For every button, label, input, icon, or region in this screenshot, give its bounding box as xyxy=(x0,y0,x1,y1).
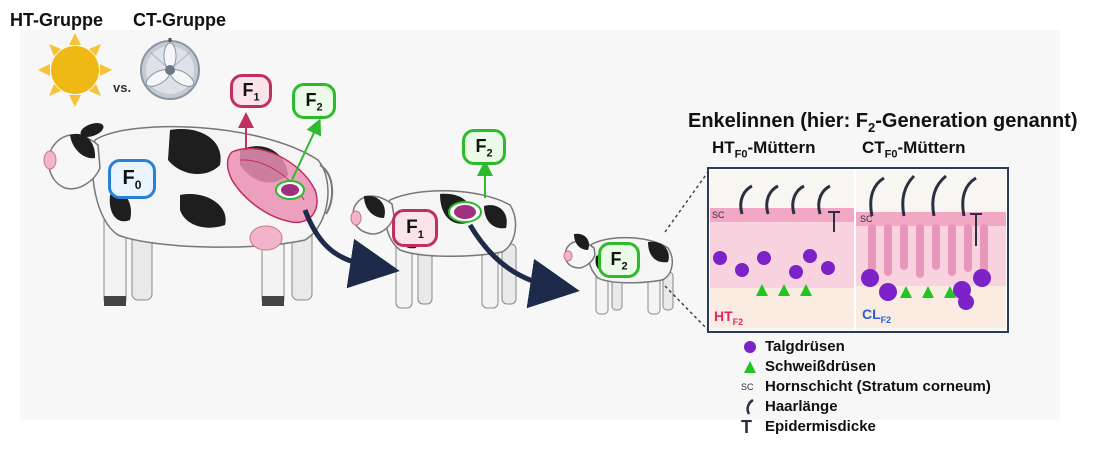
ht-f2-label: HTF2 xyxy=(714,308,743,327)
f2-arrow-from-f0 xyxy=(291,118,322,181)
f2-badge-calf-sub: 2 xyxy=(621,260,628,273)
f2-badge-mid: F2 xyxy=(462,129,506,165)
ct-mothers-heading: CTF0-Müttern xyxy=(862,138,966,160)
legend-item-schweissdruesen: Schweißdrüsen xyxy=(744,358,876,375)
sc-tag-ct: SC xyxy=(860,214,873,224)
vs-label: vs. xyxy=(113,80,132,95)
legend-label-talgdruesen: Talgdrüsen xyxy=(765,338,845,355)
ht-mothers-rest: -Müttern xyxy=(747,138,816,157)
panel-title-sub: 2 xyxy=(868,120,876,135)
legend-item-talgdruesen: Talgdrüsen xyxy=(744,338,845,355)
f0-badge: F0 xyxy=(108,159,156,199)
legend-item-epidermisdicke: T Epidermisdicke xyxy=(741,418,876,436)
f2-badge-calf: F2 xyxy=(598,242,640,278)
sun-icon xyxy=(38,33,112,107)
f2-badge-top-sub: 2 xyxy=(316,101,323,114)
panel-title-rest: -Generation genannt) xyxy=(875,110,1078,132)
f2-badge-mid-letter: F xyxy=(475,136,487,156)
legend-label-hornschicht: Hornschicht (Stratum corneum) xyxy=(765,378,991,395)
ht-f2-label-main: HT xyxy=(714,308,733,324)
legend-label-haarlaenge: Haarlänge xyxy=(765,398,838,415)
ct-mothers-sub: F0 xyxy=(884,148,898,161)
circle-icon xyxy=(744,341,756,353)
ht-mothers-heading: HTF0-Müttern xyxy=(712,138,816,160)
f2-badge-top-letter: F xyxy=(305,90,317,110)
ht-group-label: HT-Gruppe xyxy=(10,10,103,30)
sc-tag-ht: SC xyxy=(712,210,725,220)
f0-badge-letter: F xyxy=(122,167,135,189)
legend-item-haarlaenge: Haarlänge xyxy=(746,398,838,415)
panel-title-main: Enkelinnen (hier: F xyxy=(688,110,869,132)
ct-skin-section xyxy=(856,170,1006,330)
zoom-line-top xyxy=(664,171,709,233)
ht-mothers-sub: F0 xyxy=(734,148,748,161)
generation-arrow-2 xyxy=(467,223,580,309)
ht-skin-section xyxy=(710,170,854,330)
cl-f2-label: CLF2 xyxy=(862,306,891,325)
ht-f2-label-sub: F2 xyxy=(732,316,744,327)
hair-icon xyxy=(746,398,754,415)
f2-badge-calf-letter: F xyxy=(610,249,622,269)
generation-arrow-1 xyxy=(302,209,400,289)
ct-group-label: CT-Gruppe xyxy=(133,10,226,30)
panel-title: Enkelinnen (hier: F2-Generation genannt) xyxy=(688,110,1078,135)
uterus-icon xyxy=(226,147,318,224)
f2-badge-top: F2 xyxy=(292,83,336,119)
f1-badge-top-letter: F xyxy=(242,80,254,100)
ht-mothers-main: HT xyxy=(712,138,735,157)
f1-badge-cow: F1 xyxy=(392,209,438,247)
zoom-line-bottom xyxy=(664,285,709,331)
cl-f2-label-sub: F2 xyxy=(880,314,892,325)
f1-badge-top: F1 xyxy=(230,74,272,108)
f2-badge-mid-sub: 2 xyxy=(486,147,493,160)
legend-label-schweissdruesen: Schweißdrüsen xyxy=(765,358,876,375)
f1-badge-top-sub: 1 xyxy=(253,91,260,104)
ct-mothers-main: CT xyxy=(862,138,885,157)
f1-badge-cow-letter: F xyxy=(406,217,418,238)
t-icon: T xyxy=(741,417,752,437)
ct-mothers-rest: -Müttern xyxy=(897,138,966,157)
legend-label-epidermisdicke: Epidermisdicke xyxy=(765,418,876,435)
fan-icon xyxy=(140,38,200,100)
f0-badge-sub: 0 xyxy=(134,178,142,192)
f1-badge-cow-sub: 1 xyxy=(417,228,424,241)
sc-icon: SC xyxy=(741,382,754,392)
legend-item-hornschicht: SC Hornschicht (Stratum corneum) xyxy=(741,378,991,395)
cl-f2-label-main: CL xyxy=(862,306,881,322)
triangle-icon xyxy=(744,361,756,373)
